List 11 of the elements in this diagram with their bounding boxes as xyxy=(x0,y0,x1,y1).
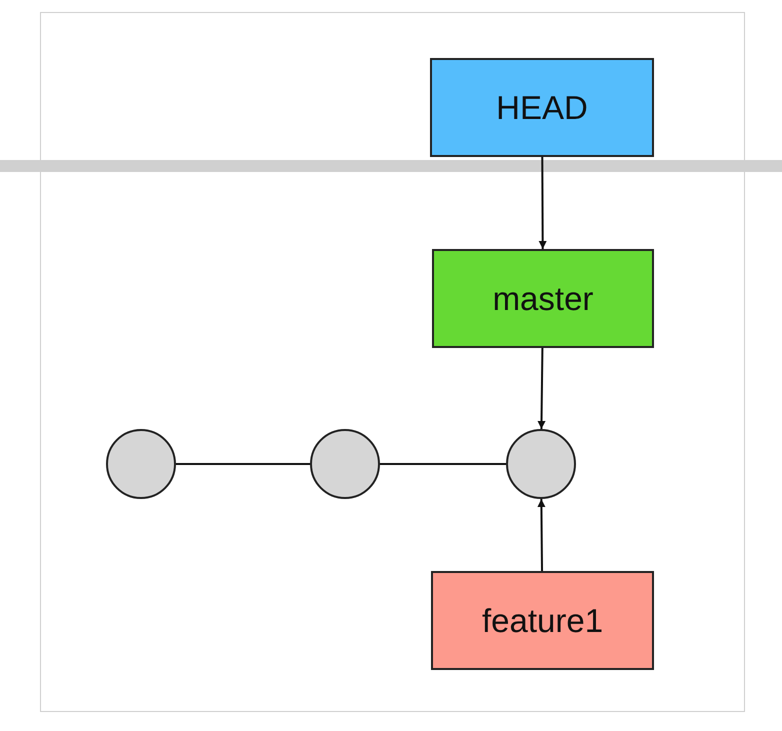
arrow xyxy=(538,157,547,249)
branch-label: HEAD xyxy=(496,88,588,126)
branch-label: feature1 xyxy=(482,602,604,640)
branch-box xyxy=(430,58,654,157)
connector-line xyxy=(176,463,310,465)
connector-line xyxy=(380,463,506,465)
branch-box xyxy=(431,571,654,670)
branch-box xyxy=(432,249,654,348)
arrow xyxy=(538,348,546,430)
arrow xyxy=(537,498,546,572)
branch-label: master xyxy=(492,280,594,318)
